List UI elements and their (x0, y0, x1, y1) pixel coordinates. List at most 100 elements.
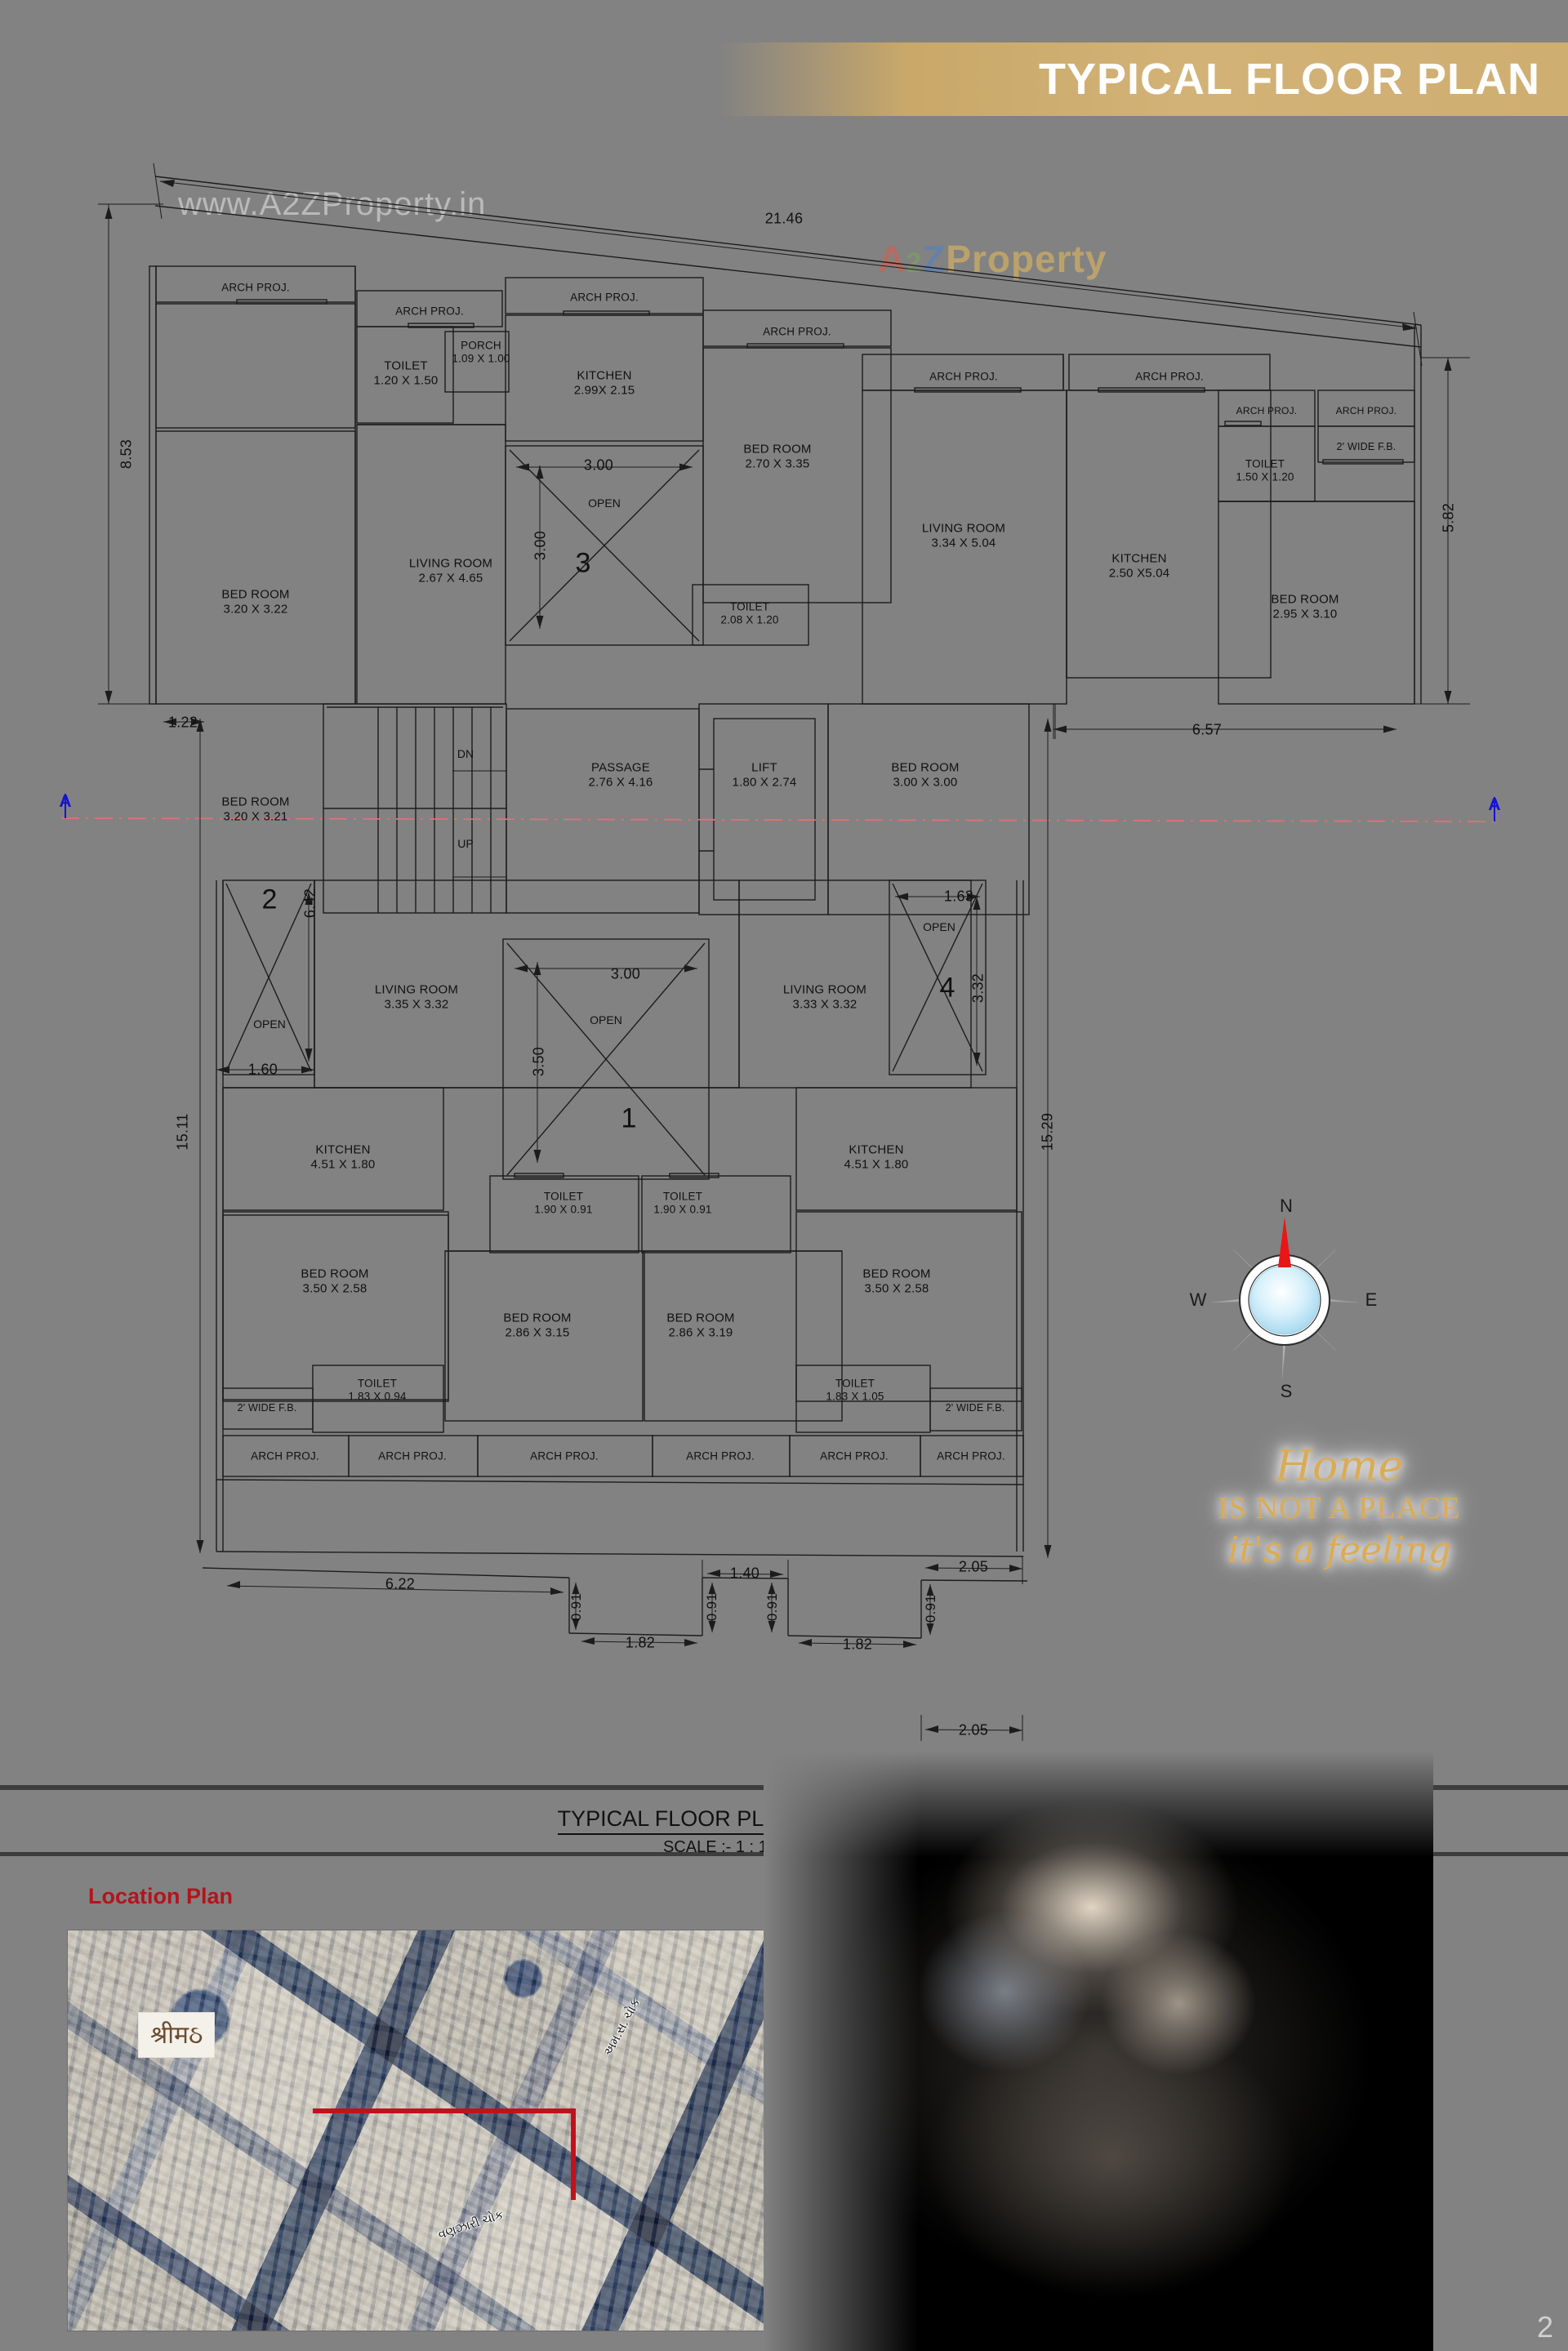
page-title: TYPICAL FLOOR PLAN (1038, 55, 1540, 104)
room-name: KITCHEN (1111, 551, 1167, 566)
room-name: TOILET (729, 600, 770, 613)
open-label: OPEN (588, 496, 621, 510)
room-dimension: 2.50 X5.04 (1108, 567, 1170, 581)
room-dimension: 1.83 X 1.05 (826, 1391, 884, 1403)
room-name: BED ROOM (221, 587, 290, 602)
open-label: OPEN (253, 1017, 286, 1031)
room-dimension: 2.08 X 1.20 (720, 614, 779, 626)
floor-plan-svg (60, 163, 1499, 1741)
room-dimension: 3.20 X 3.21 (223, 810, 288, 824)
room-dimension: 1.20 X 1.50 (373, 374, 439, 388)
room-name: LIVING ROOM (374, 982, 459, 997)
room-dimension: 1.83 X 0.94 (348, 1391, 407, 1403)
room-label: KITCHEN 4.51 X 1.80 (844, 1143, 909, 1173)
room-dimension: 2.86 X 3.19 (668, 1326, 733, 1340)
room-label: PASSAGE 2.76 X 4.16 (589, 761, 653, 791)
arch-proj-label: ARCH PROJ. (530, 1449, 599, 1463)
room-label: BED ROOM 3.50 X 2.58 (301, 1267, 368, 1298)
compass-svg (1210, 1217, 1359, 1379)
location-plan-map: श्रीमઠ અમ.સ. ચોક વણઝારી ચોક (67, 1930, 804, 2331)
dimension-label: 6.22 (385, 1575, 416, 1592)
compass-north-needle (1278, 1217, 1291, 1267)
room-name: BED ROOM (862, 1267, 931, 1281)
arch-proj-label: ARCH PROJ. (937, 1449, 1005, 1463)
map-site-callout: श्रीमઠ (138, 2012, 216, 2058)
map-leader-horizontal (313, 2108, 576, 2113)
room-name: BED ROOM (1271, 592, 1339, 607)
room-name: KITCHEN (849, 1142, 904, 1157)
dimension-label: 3.50 (530, 1046, 547, 1077)
room-name: TOILET (357, 1377, 398, 1390)
room-label: BED ROOM 3.20 X 3.21 (221, 795, 289, 826)
room-dimension: 1.50 X 1.20 (1236, 471, 1294, 483)
compass-label-west: W (1189, 1289, 1207, 1310)
dimension-label: 3.00 (532, 530, 549, 561)
dimension-label: 3.00 (583, 456, 614, 474)
compass-label-north: N (1280, 1196, 1293, 1216)
room-dimension: 2.95 X 3.10 (1272, 608, 1338, 621)
room-label: KITCHEN 2.50 X5.04 (1109, 552, 1170, 582)
compass-label-east: E (1365, 1289, 1378, 1310)
room-label: BED ROOM 2.95 X 3.10 (1271, 593, 1339, 623)
fb-label: 2' WIDE F.B. (237, 1402, 297, 1414)
room-name: TOILET (384, 358, 428, 373)
room-dimension: 3.35 X 3.32 (384, 998, 449, 1012)
room-name: BED ROOM (891, 760, 960, 775)
room-dimension: 4.51 X 1.80 (310, 1158, 376, 1172)
arch-proj-label: ARCH PROJ. (686, 1449, 755, 1463)
room-label: BED ROOM 3.00 X 3.00 (891, 761, 959, 791)
room-label: LIVING ROOM 2.67 X 4.65 (409, 557, 492, 587)
compass-rose: N S E W (1183, 1178, 1387, 1401)
stair-down-label: DN (457, 747, 474, 760)
room-label: LIFT 1.80 X 2.74 (733, 761, 797, 791)
unit-number-1: 1 (621, 1102, 637, 1134)
arch-proj-label: ARCH PROJ. (820, 1449, 889, 1463)
room-name: LIVING ROOM (921, 521, 1006, 536)
dimension-label: 3.32 (969, 973, 987, 1004)
room-label: BED ROOM 3.50 X 2.58 (862, 1267, 930, 1298)
location-plan-title: Location Plan (88, 1884, 234, 1908)
room-name: BED ROOM (301, 1267, 369, 1281)
photo-fade-top (764, 1752, 1433, 1858)
room-label: TOILET 1.83 X 0.94 (348, 1378, 406, 1405)
section-marker-left: A (59, 792, 72, 811)
dimension-label: 15.11 (174, 1113, 191, 1151)
fb-label: 2' WIDE F.B. (1336, 441, 1396, 452)
room-dimension: 2.86 X 3.15 (505, 1326, 570, 1340)
room-dimension: 2.67 X 4.65 (418, 572, 483, 586)
room-name: LIVING ROOM (408, 556, 493, 571)
dimension-label: 21.46 (764, 210, 804, 227)
dimension-label: 15.29 (1039, 1112, 1056, 1151)
room-label: TOILET 1.20 X 1.50 (374, 359, 439, 390)
floor-plan-drawing: ARCH PROJ. ARCH PROJ. ARCH PROJ. ARCH PR… (59, 163, 1501, 1741)
room-name: BED ROOM (221, 795, 290, 809)
dimension-label: 1.22 (167, 714, 198, 731)
arch-proj-label: ARCH PROJ. (395, 305, 464, 318)
room-dimension: 2.99X 2.15 (573, 384, 635, 398)
room-name: TOILET (662, 1190, 703, 1203)
room-label: BED ROOM 2.86 X 3.19 (666, 1311, 734, 1342)
room-dimension: 3.33 X 3.32 (792, 998, 858, 1012)
room-dimension: 3.20 X 3.22 (223, 603, 288, 617)
room-dimension: 1.90 X 0.91 (534, 1204, 593, 1216)
room-label: TOILET 1.90 X 0.91 (653, 1191, 711, 1218)
dimension-label: 2.05 (958, 1558, 989, 1575)
room-label: TOILET 2.08 X 1.20 (720, 601, 778, 628)
open-label: OPEN (923, 920, 956, 933)
family-photo (764, 1752, 1433, 2351)
dimension-label: 0.91 (764, 1592, 780, 1622)
arch-proj-label: ARCH PROJ. (1236, 405, 1298, 416)
room-dimension: 3.00 X 3.00 (893, 776, 958, 790)
map-site-callout-text: श्रीमઠ (150, 2021, 203, 2050)
dimension-label: 6.57 (1192, 721, 1223, 738)
room-label: TOILET 1.83 X 1.05 (826, 1378, 884, 1405)
room-name: BED ROOM (503, 1311, 572, 1325)
room-name: TOILET (543, 1190, 584, 1203)
room-label: BED ROOM 2.86 X 3.15 (503, 1311, 571, 1342)
compass-label-south: S (1280, 1381, 1293, 1401)
room-dimension: 3.34 X 5.04 (931, 537, 996, 550)
room-dimension: 3.50 X 2.58 (302, 1282, 368, 1296)
room-name: KITCHEN (577, 368, 632, 383)
dimension-label: 5.82 (1440, 502, 1457, 533)
dimension-label: 8.53 (118, 439, 135, 470)
